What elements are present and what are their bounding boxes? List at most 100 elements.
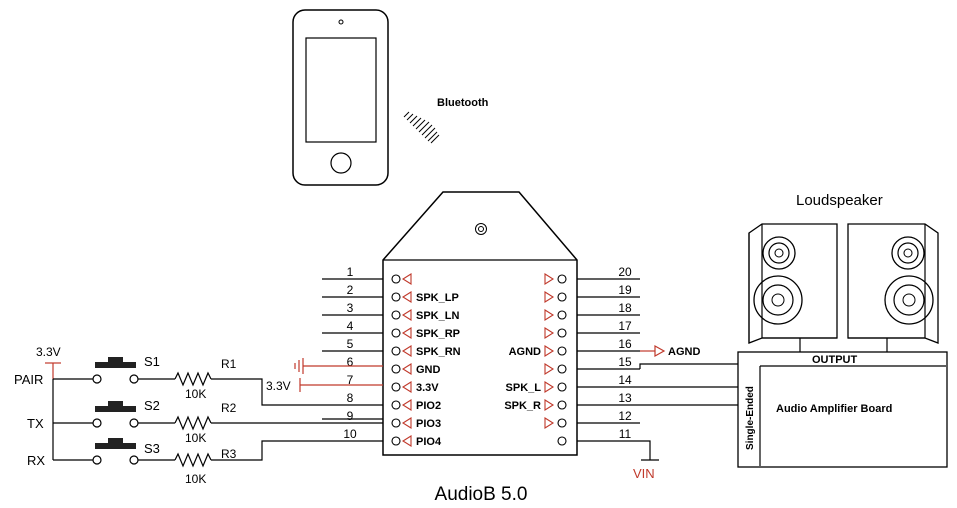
v33-supply-label: 3.3V bbox=[36, 345, 61, 359]
pin-pad-icon bbox=[391, 328, 401, 338]
pin-pad-icon bbox=[557, 328, 567, 338]
input-arrow-icon bbox=[401, 309, 412, 321]
output-arrow-icon bbox=[544, 327, 555, 339]
left-pin-number: 7 bbox=[347, 373, 354, 387]
left-pin-name: SPK_LN bbox=[416, 310, 459, 322]
resistor-label-r3: R3 bbox=[221, 447, 237, 461]
switch-label-s3: S3 bbox=[144, 441, 160, 456]
switch-label-s1: S1 bbox=[144, 354, 160, 369]
left-pin-number: 8 bbox=[347, 391, 354, 405]
left-pin-number: 9 bbox=[347, 409, 354, 423]
left-pin-name: GND bbox=[416, 364, 441, 376]
pin-pad-icon bbox=[557, 418, 567, 428]
left-pin-number: 1 bbox=[347, 265, 354, 279]
output-arrow-icon bbox=[544, 417, 555, 429]
right-pin-number: 11 bbox=[619, 427, 632, 441]
audiob-module bbox=[382, 191, 578, 456]
output-arrow-icon bbox=[544, 399, 555, 411]
module-title: AudioB 5.0 bbox=[435, 484, 528, 505]
left-pin-number: 4 bbox=[347, 319, 354, 333]
wire-pin15-amp bbox=[639, 363, 738, 369]
resistor-value-r1: 10K bbox=[185, 387, 206, 401]
left-pin-name: SPK_LP bbox=[416, 292, 459, 304]
left-pin-name: 3.3V bbox=[416, 382, 439, 394]
right-pin-number: 15 bbox=[618, 355, 632, 369]
input-arrow-icon bbox=[401, 345, 412, 357]
left-pin-name: PIO3 bbox=[416, 418, 441, 430]
left-pin-number: 2 bbox=[347, 283, 354, 297]
left-pin-name: PIO2 bbox=[416, 400, 441, 412]
pin-pad-icon bbox=[557, 274, 567, 284]
loudspeaker-left bbox=[748, 223, 838, 352]
right-pin-name: SPK_R bbox=[504, 400, 541, 412]
left-pin-name: SPK_RP bbox=[416, 328, 460, 340]
vin-supply bbox=[640, 440, 659, 461]
output-arrow-icon bbox=[544, 363, 555, 375]
output-arrow-icon bbox=[544, 291, 555, 303]
pin-pad-icon bbox=[557, 310, 567, 320]
pin-pad-icon bbox=[557, 436, 567, 446]
pin-pad-icon bbox=[391, 292, 401, 302]
agnd-output bbox=[640, 344, 666, 358]
resistor-label-r1: R1 bbox=[221, 357, 237, 371]
input-arrow-icon bbox=[401, 291, 412, 303]
resistor-value-r3: 10K bbox=[185, 472, 206, 486]
amp-input-label: Single-Ended bbox=[745, 386, 756, 450]
output-arrow-icon bbox=[544, 273, 555, 285]
switch-label-s2: S2 bbox=[144, 398, 160, 413]
switch-circuit bbox=[45, 357, 383, 468]
pin-pad-icon bbox=[557, 400, 567, 410]
ground-symbol-icon bbox=[294, 358, 383, 374]
left-pin-name: PIO4 bbox=[416, 436, 442, 448]
left-pin-number: 5 bbox=[347, 337, 354, 351]
pin-pad-icon bbox=[391, 382, 401, 392]
pin-pad-icon bbox=[391, 400, 401, 410]
input-arrow-icon bbox=[401, 327, 412, 339]
signal-label-pair: PAIR bbox=[14, 372, 43, 387]
right-pin-number: 20 bbox=[618, 265, 632, 279]
right-pin-name: AGND bbox=[509, 346, 541, 358]
pin-pad-icon bbox=[391, 274, 401, 284]
v33-pin-label: 3.3V bbox=[266, 379, 291, 393]
pin-pad-icon bbox=[557, 346, 567, 356]
input-arrow-icon bbox=[401, 273, 412, 285]
input-arrow-icon bbox=[401, 363, 412, 375]
left-pin-number: 3 bbox=[347, 301, 354, 315]
loudspeaker-label: Loudspeaker bbox=[796, 192, 883, 209]
resistor-label-r2: R2 bbox=[221, 401, 237, 415]
resistor-value-r2: 10K bbox=[185, 431, 206, 445]
loudspeaker-right bbox=[847, 223, 939, 352]
input-arrow-icon bbox=[401, 435, 412, 447]
agnd-output-label: AGND bbox=[668, 346, 700, 358]
input-arrow-icon bbox=[401, 381, 412, 393]
signal-label-tx: TX bbox=[27, 416, 44, 431]
bluetooth-label: Bluetooth bbox=[437, 97, 489, 109]
right-pin-number: 13 bbox=[618, 391, 632, 405]
output-arrow-icon bbox=[544, 345, 555, 357]
smartphone bbox=[292, 9, 389, 186]
output-arrow-icon bbox=[544, 309, 555, 321]
left-pin-number: 10 bbox=[343, 427, 357, 441]
right-pin-number: 18 bbox=[618, 301, 632, 315]
right-pin-number: 17 bbox=[618, 319, 632, 333]
pin-pad-icon bbox=[557, 292, 567, 302]
input-arrow-icon bbox=[401, 417, 412, 429]
pin-pad-icon bbox=[391, 346, 401, 356]
v33-pin-supply bbox=[299, 378, 383, 392]
right-pin-number: 19 bbox=[618, 283, 632, 297]
right-pin-name: SPK_L bbox=[506, 382, 542, 394]
right-pin-number: 12 bbox=[618, 409, 632, 423]
right-pin-number: 16 bbox=[618, 337, 632, 351]
input-arrow-icon bbox=[401, 399, 412, 411]
bluetooth-signal-icon bbox=[403, 111, 440, 144]
pin-pad-icon bbox=[391, 418, 401, 428]
left-pin-number: 6 bbox=[347, 355, 354, 369]
pin-pad-icon bbox=[557, 364, 567, 374]
pin-pad-icon bbox=[391, 364, 401, 374]
left-pin-name: SPK_RN bbox=[416, 346, 461, 358]
vin-label: VIN bbox=[633, 466, 655, 481]
pin-pad-icon bbox=[391, 436, 401, 446]
signal-label-rx: RX bbox=[27, 453, 45, 468]
